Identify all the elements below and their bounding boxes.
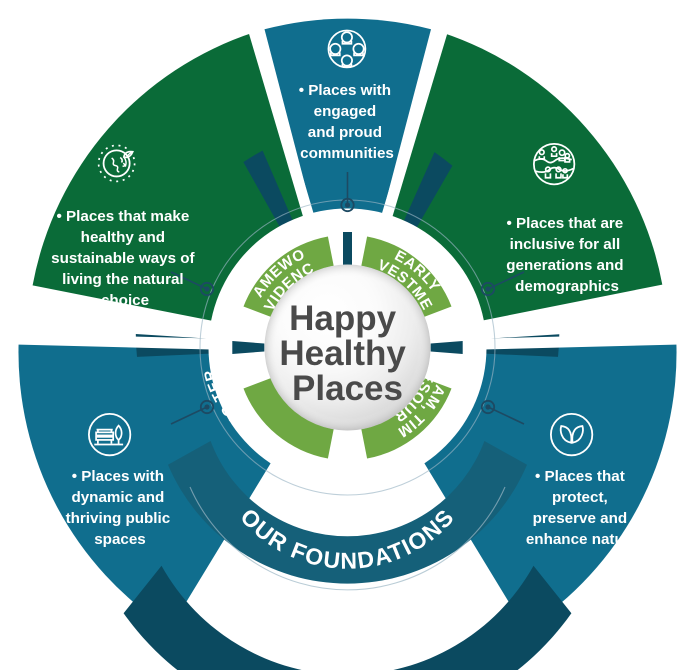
center-title: Happy Healthy Places [279, 299, 415, 408]
foundation-ring-notches [232, 341, 463, 354]
connector-nodes [199, 197, 496, 415]
pillar-text-engaged-communities: • Places with engaged and proud communit… [299, 82, 396, 162]
leaves-icon [550, 413, 594, 457]
center-sphere: Happy Healthy Places [264, 264, 431, 431]
pillar-text-inclusive-generations: • Places that are inclusive for all gene… [506, 215, 628, 295]
community-people-icon [327, 29, 367, 69]
globe-people-icon [533, 143, 576, 186]
pillar-text-public-spaces: • Places with dynamic and thriving publi… [66, 468, 175, 548]
foundation-segment-framework-evidence[interactable] [243, 236, 335, 319]
foundation-segment-early-investment[interactable] [360, 236, 452, 319]
foundation-ring-top-notch [343, 232, 352, 266]
foundation-segment-team-time-resources[interactable] [360, 377, 452, 459]
foundations-guide-arc [189, 486, 506, 591]
pillar-texts: • Places with engaged and proud communit… [51, 82, 638, 548]
pillar-icons [88, 29, 594, 457]
pillar-text-protect-nature: • Places that protect, preserve and enha… [526, 468, 638, 548]
foundation-segment-long-term-view[interactable] [243, 377, 335, 459]
pillar-text-healthy-sustainable: • Places that make healthy and sustainab… [51, 208, 199, 309]
bench-tree-icon [88, 413, 132, 457]
